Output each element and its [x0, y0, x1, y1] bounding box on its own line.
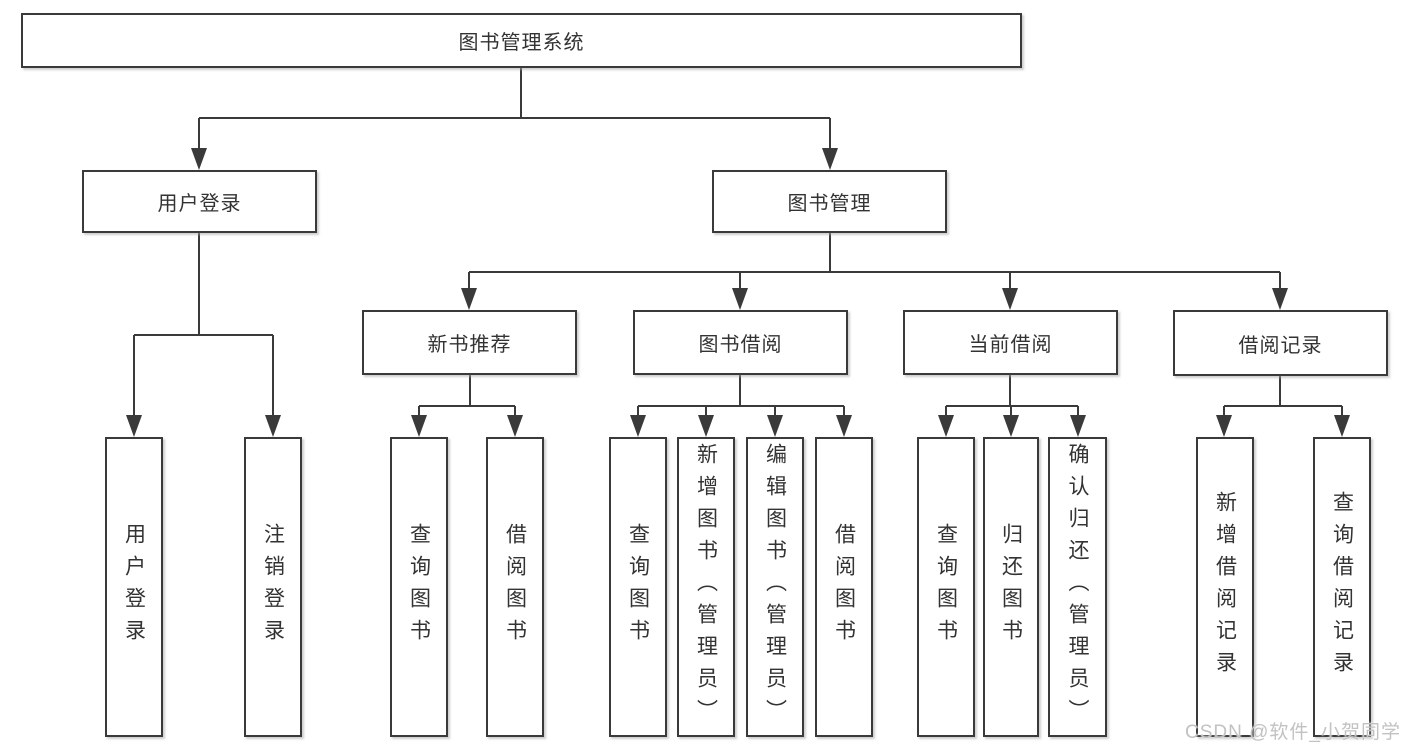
arrow-down-icon	[732, 288, 748, 310]
connector-recommend-to-leaves	[418, 375, 516, 417]
node-current-borrowing: 当前借阅	[903, 310, 1118, 375]
leaf-label: 归还图书	[999, 523, 1023, 651]
leaf-label: 查询借阅记录	[1330, 491, 1354, 683]
arrow-down-icon	[265, 415, 281, 437]
connector-management-to-level3	[468, 233, 1281, 290]
arrow-down-icon	[411, 415, 427, 437]
arrow-down-icon	[1070, 415, 1086, 437]
connector-records-to-leaves	[1223, 375, 1343, 417]
node-label: 借阅记录	[1238, 334, 1323, 357]
arrow-down-icon	[1002, 288, 1018, 310]
leaf-label: 编辑图书（管理员）	[763, 443, 787, 731]
leaf-label: 用户登录	[122, 523, 146, 651]
arrow-down-icon	[191, 148, 207, 170]
csdn-watermark: CSDN @软件_小贺同学	[1185, 722, 1401, 743]
node-user-login: 用户登录	[82, 170, 317, 233]
leaf-confirm-return-admin: 确认归还（管理员）	[1048, 437, 1107, 737]
leaf-add-books-admin: 新增图书（管理员）	[677, 437, 735, 737]
connector-login-to-leaves	[133, 233, 274, 417]
arrow-down-icon	[507, 415, 523, 437]
arrow-down-icon	[126, 415, 142, 437]
connector-root-to-level2	[198, 68, 831, 150]
node-book-management: 图书管理	[712, 170, 947, 233]
leaf-label: 借阅图书	[832, 523, 856, 651]
leaf-edit-books-admin: 编辑图书（管理员）	[746, 437, 804, 737]
leaf-label: 注销登录	[261, 523, 285, 651]
leaf-query-books-recommend: 查询图书	[390, 437, 448, 737]
node-borrowing-records: 借阅记录	[1173, 310, 1388, 376]
leaf-label: 新增图书（管理员）	[694, 443, 718, 731]
arrow-down-icon	[822, 148, 838, 170]
node-library-management-system: 图书管理系统	[21, 13, 1022, 68]
leaf-label: 查询图书	[934, 523, 958, 651]
leaf-user-login: 用户登录	[105, 437, 163, 737]
arrow-down-icon	[836, 415, 852, 437]
leaf-borrow-books-recommend: 借阅图书	[486, 437, 544, 737]
node-label: 图书借阅	[698, 334, 783, 356]
leaf-logout: 注销登录	[244, 437, 302, 737]
connector-current-to-leaves	[945, 375, 1079, 417]
arrow-down-icon	[1003, 415, 1019, 437]
leaf-query-borrow-record: 查询借阅记录	[1313, 437, 1371, 737]
leaf-query-books-current: 查询图书	[917, 437, 975, 737]
arrow-down-icon	[630, 415, 646, 437]
leaf-borrow-books: 借阅图书	[815, 437, 873, 737]
node-label: 图书管理系统	[458, 32, 585, 54]
node-new-book-recommendation: 新书推荐	[362, 310, 577, 375]
node-book-borrowing: 图书借阅	[633, 310, 848, 375]
arrow-down-icon	[1334, 415, 1350, 437]
leaf-label: 查询图书	[626, 523, 650, 651]
arrow-down-icon	[461, 288, 477, 310]
node-label: 图书管理	[787, 193, 872, 215]
leaf-return-books: 归还图书	[983, 437, 1039, 737]
leaf-add-borrow-record: 新增借阅记录	[1196, 437, 1254, 737]
arrow-down-icon	[938, 415, 954, 437]
leaf-label: 确认归还（管理员）	[1066, 443, 1089, 731]
arrowheads	[126, 148, 1350, 437]
arrow-down-icon	[1272, 288, 1288, 310]
arrow-down-icon	[1216, 415, 1232, 437]
node-label: 新书推荐	[427, 334, 512, 356]
node-label: 用户登录	[157, 193, 242, 215]
leaf-query-books-borrow: 查询图书	[609, 437, 667, 737]
node-label: 当前借阅	[968, 334, 1053, 356]
connector-paths	[133, 68, 1343, 417]
leaf-label: 借阅图书	[503, 523, 527, 651]
arrow-down-icon	[698, 415, 714, 437]
leaf-label: 查询图书	[407, 523, 431, 651]
leaf-label: 新增借阅记录	[1213, 491, 1237, 683]
arrow-down-icon	[767, 415, 783, 437]
connector-borrow-to-leaves	[637, 375, 845, 417]
